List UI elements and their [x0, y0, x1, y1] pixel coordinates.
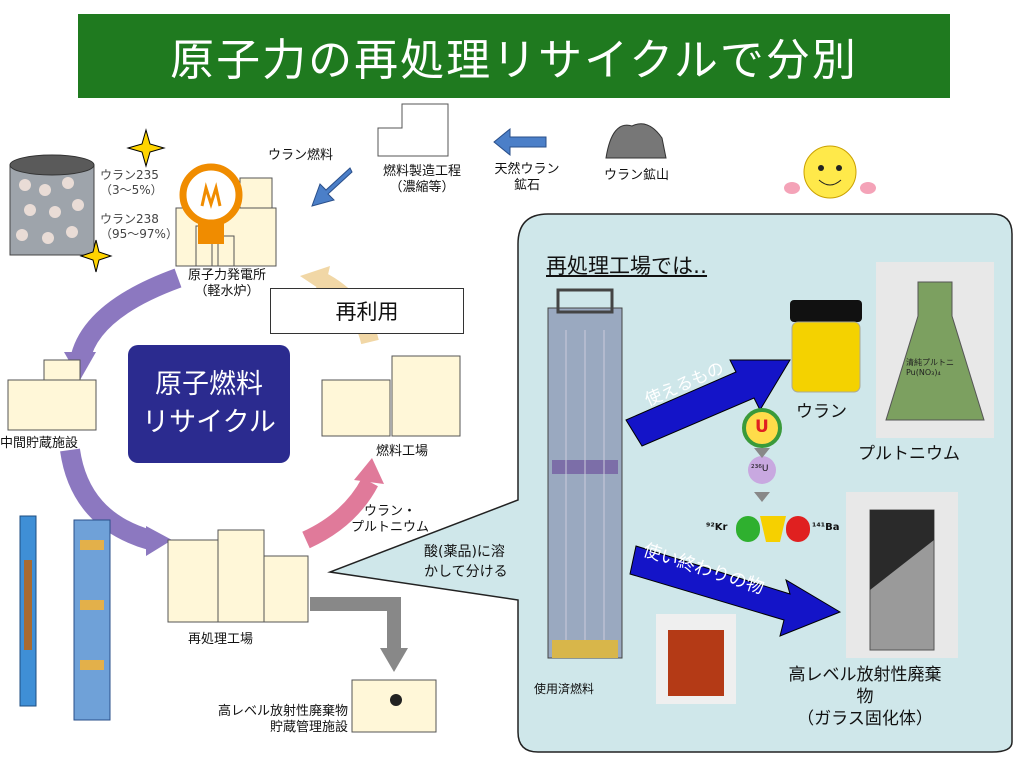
u-symbol: U — [755, 417, 769, 437]
sparkle-icon — [79, 239, 113, 273]
fuel-factory-icon — [321, 355, 461, 437]
u238-label: ウラン238（95～97%） — [100, 212, 178, 241]
uranium-mine-icon — [605, 123, 667, 159]
ore-arrow — [493, 127, 547, 157]
reprocessing-plant-label: 再処理工場 — [188, 632, 254, 647]
spent-fuel-assembly-icon — [547, 288, 623, 659]
waste-storage-icon — [351, 679, 437, 733]
uranium-fuel-label: ウラン燃料 — [268, 148, 334, 163]
callout-title: 再処理工場では‥ — [546, 254, 708, 278]
kr-label: ⁹²Kr — [706, 522, 728, 533]
mascot-icon — [784, 145, 876, 199]
cycle-arrow-2 — [60, 448, 153, 550]
plutonium-label: プルトニウム — [858, 444, 960, 464]
hlw-storage-label: 高レベル放射性廃棄物貯蔵管理施設 — [217, 704, 348, 735]
fuel-rod-icon — [19, 515, 111, 721]
spent-fuel-label: 使用済燃料 — [534, 682, 595, 696]
hlw-label: 高レベル放射性廃棄物（ガラス固化体） — [788, 665, 942, 729]
page-title: 原子力の再処理リサイクルで分別 — [78, 14, 950, 98]
beaker-icon — [656, 614, 736, 704]
interim-storage-icon — [7, 359, 97, 431]
uranium-jar-icon — [790, 300, 862, 393]
sparkle-icon — [126, 128, 166, 168]
reprocessing-plant-icon — [167, 529, 309, 623]
ba-label: ¹⁴¹Ba — [812, 522, 840, 533]
u236-label: ²³⁶U — [751, 464, 769, 474]
nuclear-fuel-cycle-box: 原子燃料リサイクル — [128, 345, 290, 463]
waste-direction-arrow — [629, 545, 842, 637]
glass-canister-icon — [846, 492, 958, 658]
usable-arrow — [625, 359, 791, 447]
fuel-arrow — [311, 167, 353, 207]
fuel-manufacturing-icon — [377, 103, 449, 157]
uranium-plutonium-label: ウラン・プルトニウム — [350, 504, 429, 535]
fuel-manufacturing-label: 燃料製造工程（濃縮等） — [382, 164, 461, 195]
dissolve-label: 酸(薬品)に溶かして分ける — [424, 544, 508, 580]
natural-uranium-ore-label: 天然ウラン鉱石 — [494, 162, 560, 193]
uranium-label: ウラン — [796, 402, 847, 422]
fission-icon — [736, 408, 810, 542]
interim-storage-label: 中間貯蔵施設 — [0, 436, 79, 451]
cycle-arrow-2-head — [146, 526, 172, 556]
u235-label: ウラン235（3～5%） — [100, 168, 163, 197]
reuse-label: 再利用 — [270, 288, 464, 334]
fuel-factory-label: 燃料工場 — [376, 444, 429, 459]
plutonium-flask-icon — [876, 262, 994, 438]
uranium-mine-label: ウラン鉱山 — [604, 168, 670, 183]
light-bulb-icon — [179, 163, 243, 244]
waste-arrow — [310, 597, 401, 650]
power-plant-label: 原子力発電所（軽水炉） — [187, 268, 266, 299]
fuel-canister-icon — [9, 154, 95, 256]
u-pu-arrow — [302, 477, 378, 549]
cycle-arrow-1 — [70, 268, 182, 363]
